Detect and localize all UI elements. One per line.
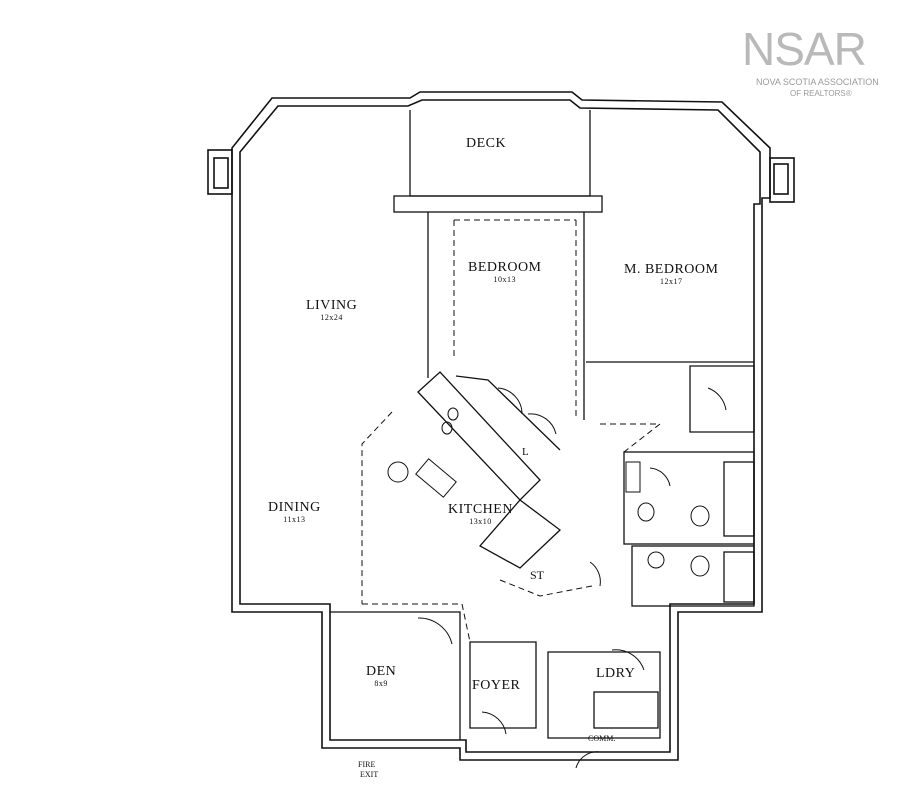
dashed-boundaries [361, 219, 662, 643]
room-name: BEDROOM [468, 260, 542, 275]
comm-label: COMM. [588, 734, 616, 743]
room-master-bedroom: M. BEDROOM 12x17 [624, 262, 718, 286]
room-name: KITCHEN [448, 502, 513, 517]
room-size: 8x9 [374, 679, 388, 688]
logo-wordmark: NSAR [742, 23, 867, 75]
fire-exit-label-1: FIRE [358, 760, 376, 769]
logo-tagline-2: OF REALTORS® [790, 89, 852, 98]
fire-exit-label-2: EXIT [360, 770, 379, 779]
room-dining: DINING 11x13 [268, 500, 321, 524]
room-den: DEN 8x9 [366, 664, 396, 688]
room-name: LIVING [306, 298, 358, 313]
exterior-walls [207, 91, 795, 761]
nsar-logo: NSAR NOVA SCOTIA ASSOCIATION OF REALTORS… [742, 24, 902, 104]
room-name: M. BEDROOM [624, 262, 719, 277]
room-size: 13x10 [469, 517, 492, 526]
room-name: DECK [466, 136, 507, 151]
room-size: 12x24 [320, 313, 343, 322]
interior-walls [330, 110, 755, 740]
room-name: DEN [366, 664, 397, 679]
room-deck: DECK [466, 136, 506, 152]
linen-label: L [522, 446, 529, 458]
room-size: 10x13 [493, 275, 516, 284]
room-kitchen: KITCHEN 13x10 [448, 502, 513, 526]
logo-tagline-1: NOVA SCOTIA ASSOCIATION [756, 77, 879, 87]
room-living: LIVING 12x24 [306, 298, 357, 322]
door-swings [417, 387, 727, 769]
room-foyer: FOYER [472, 678, 520, 694]
room-name: LDRY [596, 666, 636, 681]
room-size: 11x13 [283, 515, 306, 524]
storage-label: ST [530, 568, 545, 582]
fixtures [387, 407, 710, 577]
room-name: DINING [268, 500, 321, 515]
room-bedroom: BEDROOM 10x13 [468, 260, 542, 284]
room-laundry: LDRY [596, 666, 635, 682]
room-size: 12x17 [659, 277, 683, 286]
room-name: FOYER [472, 678, 521, 693]
